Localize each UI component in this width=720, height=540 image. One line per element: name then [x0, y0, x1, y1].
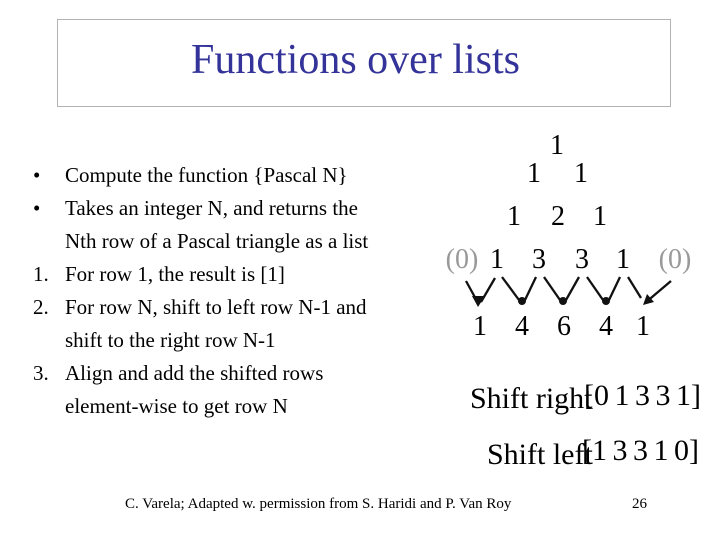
pascal-zero-right: (0)	[658, 244, 692, 275]
pascal-cell: 1	[593, 201, 607, 232]
item-line: Align and add the shifted rows	[65, 361, 324, 385]
item-marker: 1.	[33, 262, 49, 286]
pascal-cell: 2	[551, 201, 565, 232]
item-marker: •	[33, 163, 41, 187]
list-item: 1. For row 1, the result is [1]	[30, 258, 455, 291]
item-line: Compute the function {Pascal N}	[65, 163, 348, 187]
pascal-cell: 1	[574, 158, 588, 189]
pascal-cell: 3	[532, 244, 546, 275]
list-item: • Takes an integer N, and returns the Nt…	[30, 192, 455, 258]
footer-credit: C. Varela; Adapted w. permission from S.…	[125, 496, 512, 512]
pascal-cell: 1	[507, 201, 521, 232]
pascal-zero-left: (0)	[445, 244, 479, 275]
item-line: Takes an integer N, and returns the	[65, 196, 359, 220]
shift-right-label: Shift right	[470, 382, 593, 415]
item-line: shift to the right row N-1	[65, 328, 276, 352]
pascal-cell: 4	[515, 311, 529, 342]
item-line: For row N, shift to left row N-1 and	[65, 295, 367, 319]
item-marker: 2.	[33, 295, 49, 319]
shift-right-value: [0 1 3 3 1]	[584, 379, 701, 412]
pascal-cell: 1	[616, 244, 630, 275]
pascal-add-arrows-icon	[464, 276, 672, 307]
page-number: 26	[632, 496, 647, 512]
item-marker: 3.	[33, 361, 49, 385]
slide-title: Functions over lists	[191, 37, 521, 83]
item-line: Nth row of a Pascal triangle as a list	[65, 229, 369, 253]
pascal-cell: 1	[550, 130, 564, 161]
list-item: 2. For row N, shift to left row N-1 and …	[30, 291, 455, 357]
list-item: 3. Align and add the shifted rows elemen…	[30, 357, 455, 423]
pascal-cell: 4	[599, 311, 613, 342]
list-item: • Compute the function {Pascal N}	[30, 159, 455, 192]
item-line: element-wise to get row N	[65, 394, 288, 418]
pascal-cell: 3	[575, 244, 589, 275]
item-marker: •	[33, 196, 41, 220]
pascal-cell: 1	[636, 311, 650, 342]
pascal-cell: 1	[527, 158, 541, 189]
bullet-list: • Compute the function {Pascal N} • Take…	[30, 159, 455, 423]
title-box	[57, 19, 671, 107]
item-line: For row 1, the result is [1]	[65, 262, 285, 286]
shift-left-label: Shift left	[487, 438, 593, 471]
shift-left-value: [1 3 3 1 0]	[582, 434, 699, 467]
pascal-cell: 1	[473, 311, 487, 342]
pascal-cell: 6	[557, 311, 571, 342]
pascal-cell: 1	[490, 244, 504, 275]
